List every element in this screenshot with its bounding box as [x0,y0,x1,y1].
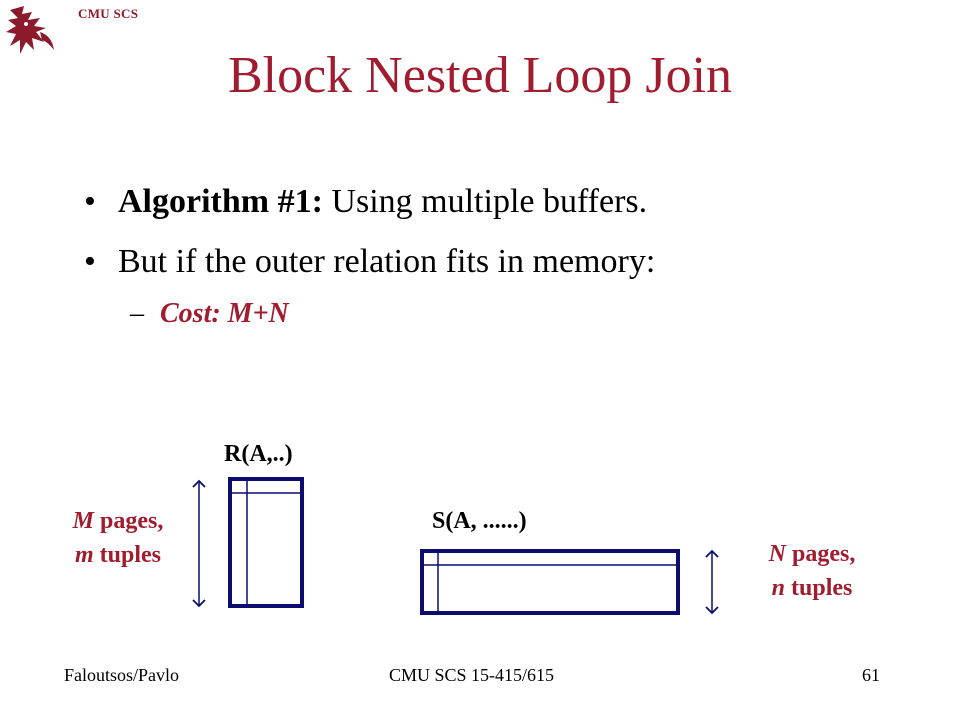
bullet-item: • But if the outer relation fits in memor… [84,241,655,283]
m-var: M [72,508,94,534]
relation-s-label: S(A, ......) [432,508,527,534]
page-number: 61 [862,665,880,685]
slide-title: Block Nested Loop Join [227,47,733,104]
relation-s-box [420,549,680,615]
m-pages-text: pages, [94,508,164,534]
sub-bullet-item: –Cost: M+N [130,298,289,330]
m-pages-label: M pages, m tuples [48,504,188,572]
bullet-text: Using multiple buffers. [322,183,648,220]
n-pages-text: pages, [786,541,856,567]
relation-r-label: R(A,..) [224,441,293,467]
course-tag: CMU SCS [78,6,139,21]
bullet-item: • Algorithm #1: Using multiple buffers. [84,181,647,223]
n-tuples-text: tuples [785,575,853,601]
bullet-bold-text: Algorithm #1: [118,183,323,220]
relation-r-box [228,477,304,608]
m-tuples-var: m [74,542,94,568]
m-tuples-text: tuples [93,542,162,568]
griffin-logo-icon [6,6,54,54]
bullet-dot-icon: • [84,243,96,280]
bullet-text: But if the outer relation fits in memory… [118,243,656,280]
bullet-dot-icon: • [84,183,96,220]
footer-course: CMU SCS 15-415/615 [389,665,555,685]
n-pages-label: N pages, n tuples [742,537,882,605]
sub-bullet-text: Cost: M+N [160,298,289,329]
dash-icon: – [130,298,144,329]
n-tuples-var: n [771,575,785,601]
n-var: N [768,541,786,567]
footer-authors: Faloutsos/Pavlo [64,665,180,685]
